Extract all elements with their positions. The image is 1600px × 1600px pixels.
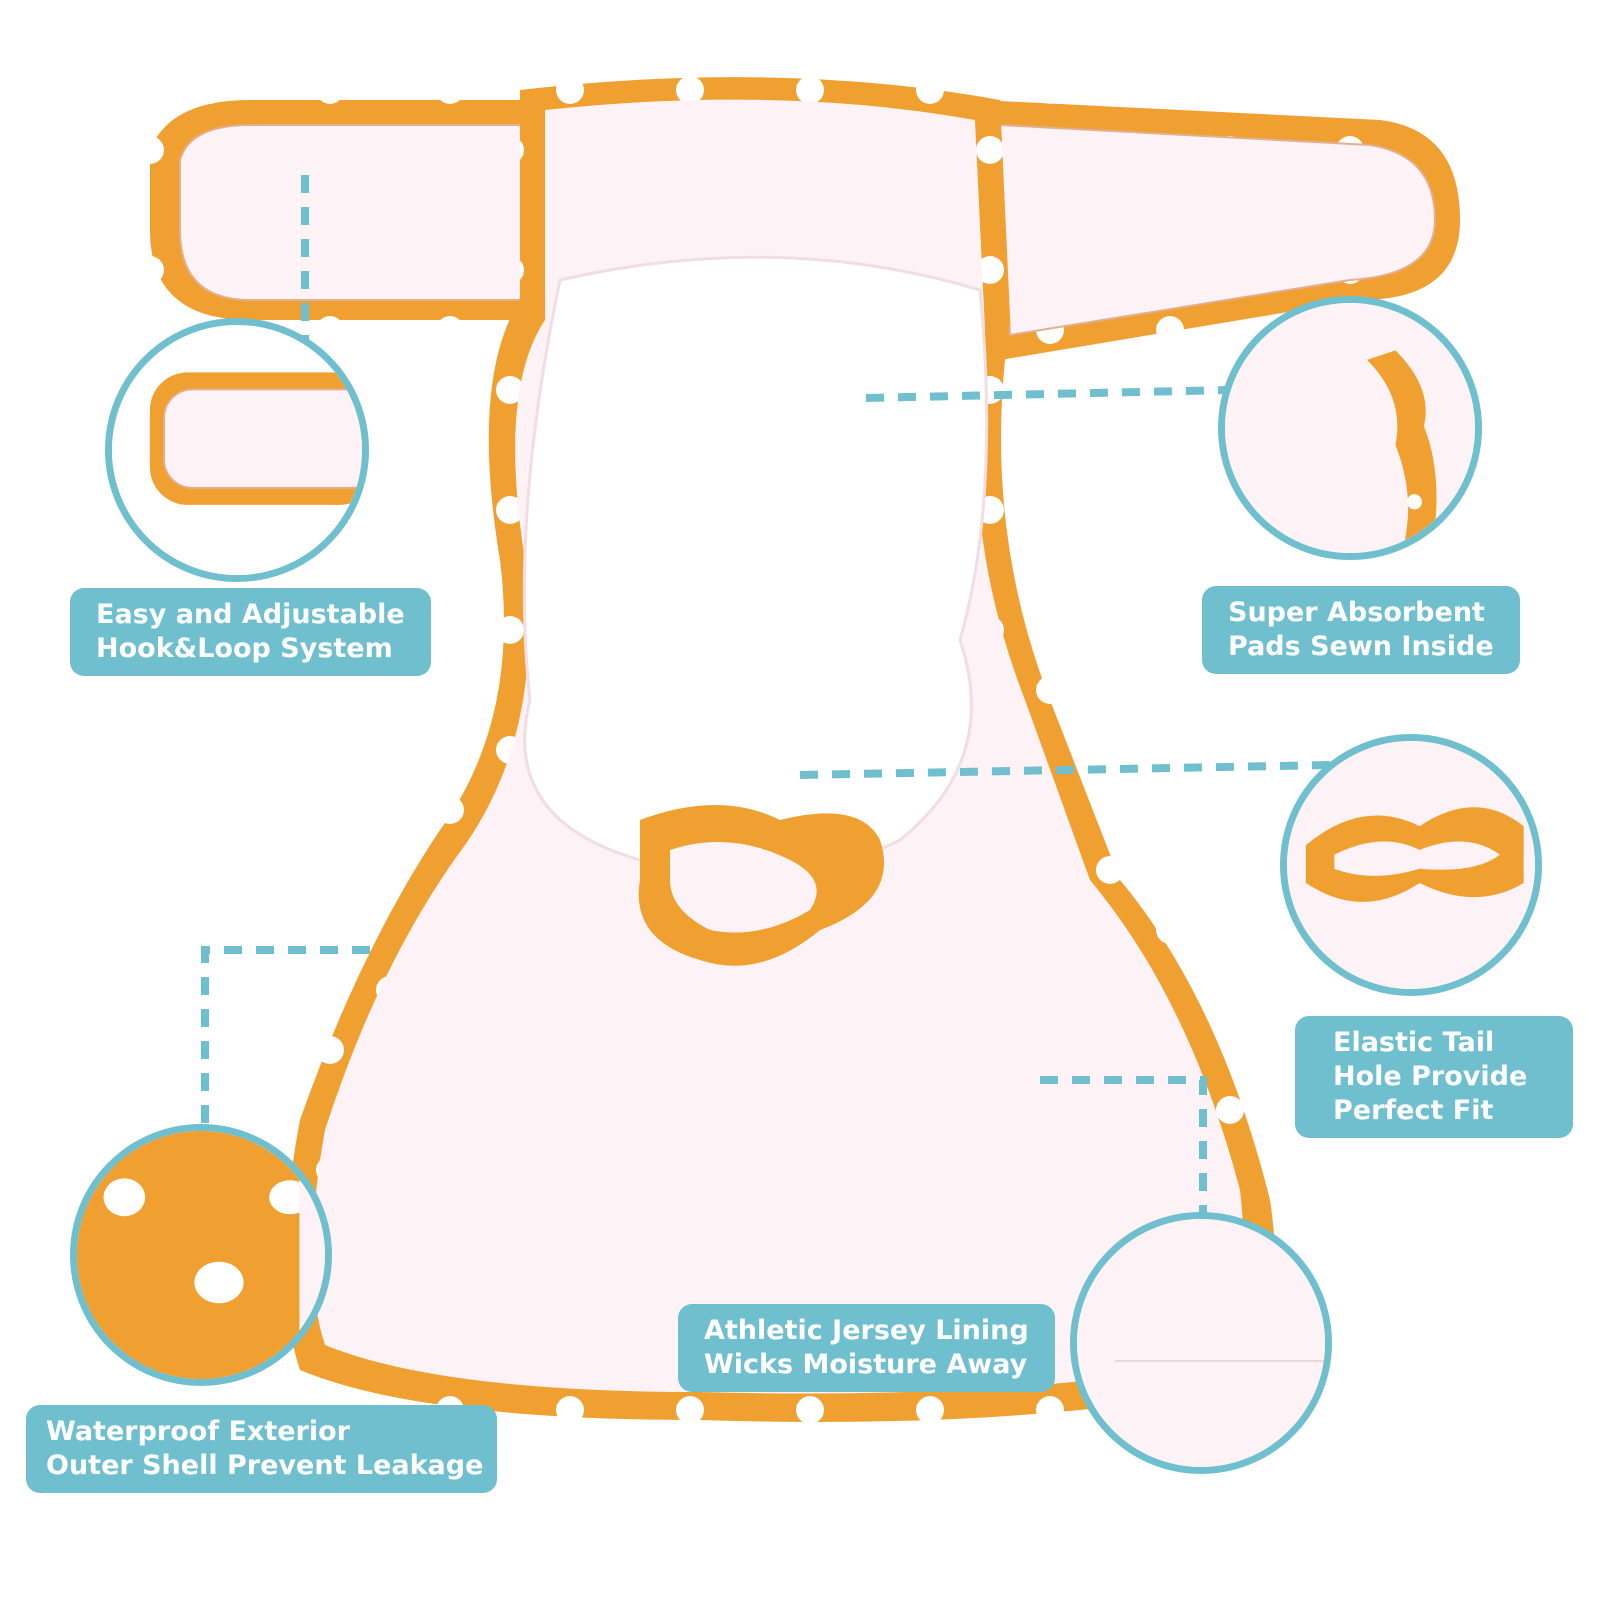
- leader-jersey: [1040, 1076, 1207, 1215]
- feature-label-line: Pads Sewn Inside: [1228, 631, 1494, 662]
- feature-label-elastic-tail: Elastic Tail Hole Provide Perfect Fit: [1295, 1016, 1574, 1138]
- leader-elastic-tail: [799, 761, 1331, 779]
- zoom-circle-hook-loop: [105, 318, 369, 582]
- feature-label-waterproof-shell: Waterproof Exterior Outer Shell Prevent …: [26, 1405, 498, 1493]
- elastic-tail-detail: [1287, 741, 1535, 989]
- zoom-circle-jersey-lining: [1070, 1212, 1332, 1474]
- feature-label-hook-loop: Easy and Adjustable Hook&Loop System: [70, 588, 431, 676]
- feature-label-line: Perfect Fit: [1333, 1095, 1494, 1126]
- leader-absorbent: [865, 386, 1231, 402]
- zoom-circle-elastic-tail: [1280, 734, 1542, 996]
- left-wing-inner: [179, 124, 541, 301]
- right-wing-inner: [998, 123, 1437, 337]
- feature-label-line: Super Absorbent: [1228, 597, 1485, 628]
- feature-label-line: Hook&Loop System: [96, 633, 393, 664]
- leader-lines: [201, 175, 1331, 1215]
- feature-label-absorbent-pads: Super Absorbent Pads Sewn Inside: [1202, 586, 1520, 674]
- feature-label-line: Waterproof Exterior: [46, 1416, 350, 1447]
- feature-label-line: Hole Provide: [1333, 1061, 1528, 1092]
- zoom-circle-waterproof-shell: [70, 1124, 332, 1386]
- feature-label-line: Outer Shell Prevent Leakage: [46, 1450, 484, 1481]
- feature-label-line: Elastic Tail: [1333, 1027, 1495, 1058]
- feature-label-line: Wicks Moisture Away: [704, 1349, 1028, 1380]
- elastic-tail-hole: [638, 805, 884, 966]
- jersey-lining-detail: [1077, 1219, 1325, 1467]
- absorbent-pad-detail: [1225, 303, 1475, 553]
- leader-waterproof: [201, 946, 370, 1125]
- hook-loop-detail: [112, 325, 362, 575]
- waterproof-shell-detail: [77, 1131, 325, 1379]
- absorbent-pad: [522, 255, 989, 878]
- feature-label-jersey-lining: Athletic Jersey Lining Wicks Moisture Aw…: [678, 1304, 1055, 1392]
- zoom-circle-absorbent-pads: [1218, 296, 1482, 560]
- feature-label-line: Athletic Jersey Lining: [704, 1315, 1029, 1346]
- feature-label-line: Easy and Adjustable: [96, 599, 405, 630]
